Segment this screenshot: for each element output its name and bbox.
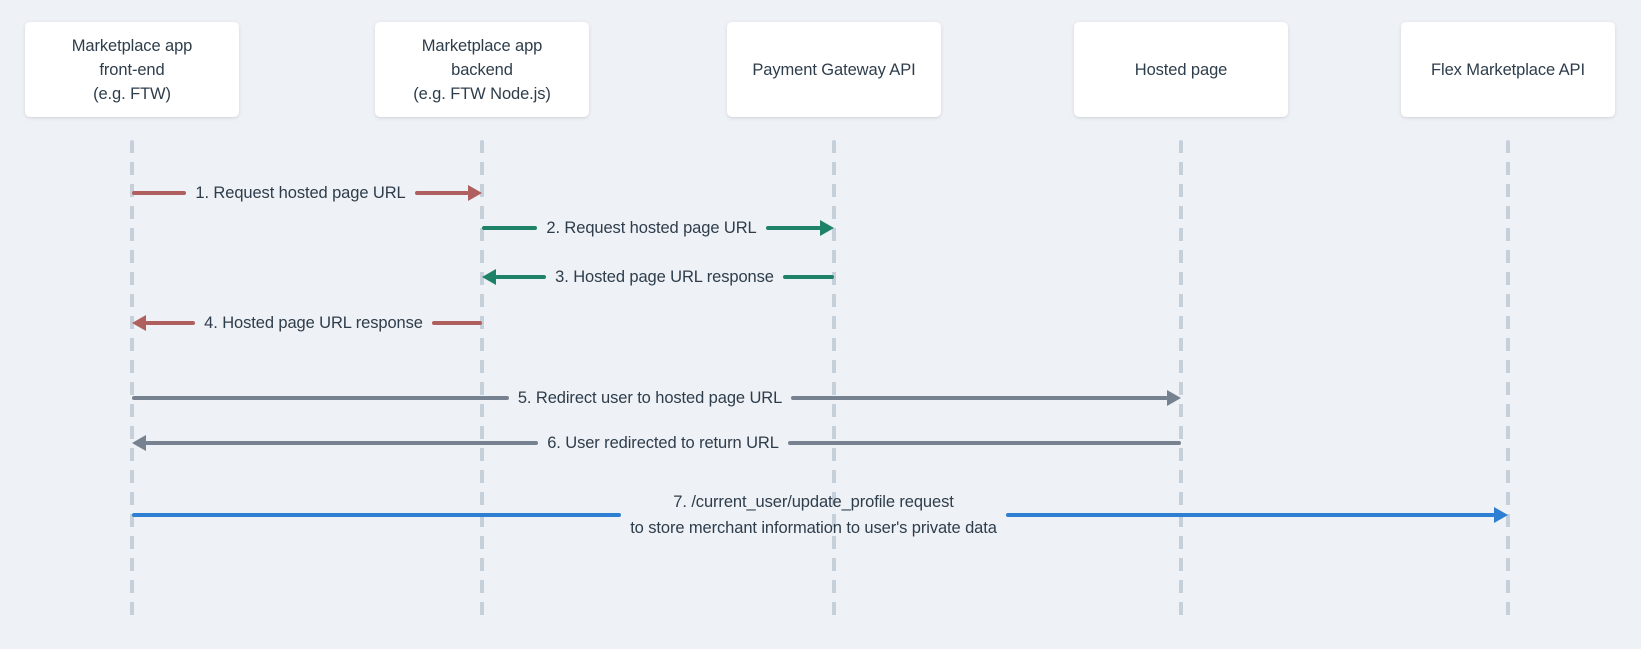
- arrowhead: [482, 269, 496, 285]
- lifeline-marketplace-backend: [480, 140, 484, 618]
- arrow-line: [414, 191, 469, 195]
- arrowhead: [132, 435, 146, 451]
- arrow-line: [765, 226, 821, 230]
- arrowhead: [1167, 390, 1182, 406]
- actor-box-marketplace-backend: Marketplace app backend (e.g. FTW Node.j…: [375, 22, 589, 117]
- message-label-3: 3. Hosted page URL response: [555, 268, 774, 286]
- arrowhead: [132, 315, 146, 331]
- arrow-line: [145, 441, 539, 445]
- actor-box-flex-marketplace-api: Flex Marketplace API: [1401, 22, 1615, 117]
- arrow-line: [791, 396, 1169, 400]
- arrow-line: [787, 441, 1182, 445]
- lifeline-payment-gateway-api: [832, 140, 836, 618]
- message-label-7: 7. /current_user/update_profile request …: [630, 493, 997, 537]
- arrow-line: [132, 396, 509, 400]
- message-label-1: 1. Request hosted page URL: [195, 184, 406, 202]
- arrow-line: [145, 321, 196, 325]
- actor-box-hosted-page: Hosted page: [1074, 22, 1288, 117]
- arrow-line: [482, 226, 538, 230]
- arrowhead: [820, 220, 834, 236]
- actor-box-payment-gateway-api: Payment Gateway API: [727, 22, 941, 117]
- arrow-line: [132, 191, 187, 195]
- message-label-4: 4. Hosted page URL response: [204, 314, 423, 332]
- arrowhead: [1494, 507, 1509, 523]
- arrow-line: [431, 321, 483, 325]
- message-label-6: 6. User redirected to return URL: [547, 434, 779, 452]
- arrow-line: [782, 275, 835, 279]
- arrow-line: [495, 275, 547, 279]
- message-label-2: 2. Request hosted page URL: [546, 219, 757, 237]
- message-label-5: 5. Redirect user to hosted page URL: [517, 389, 783, 407]
- arrow-line: [132, 513, 622, 517]
- lifeline-flex-marketplace-api: [1506, 140, 1510, 618]
- actor-box-marketplace-frontend: Marketplace app front-end (e.g. FTW): [25, 22, 239, 117]
- arrow-line: [1005, 513, 1496, 517]
- lifeline-hosted-page: [1179, 140, 1183, 618]
- lifeline-marketplace-frontend: [130, 140, 134, 618]
- arrowhead: [468, 185, 482, 201]
